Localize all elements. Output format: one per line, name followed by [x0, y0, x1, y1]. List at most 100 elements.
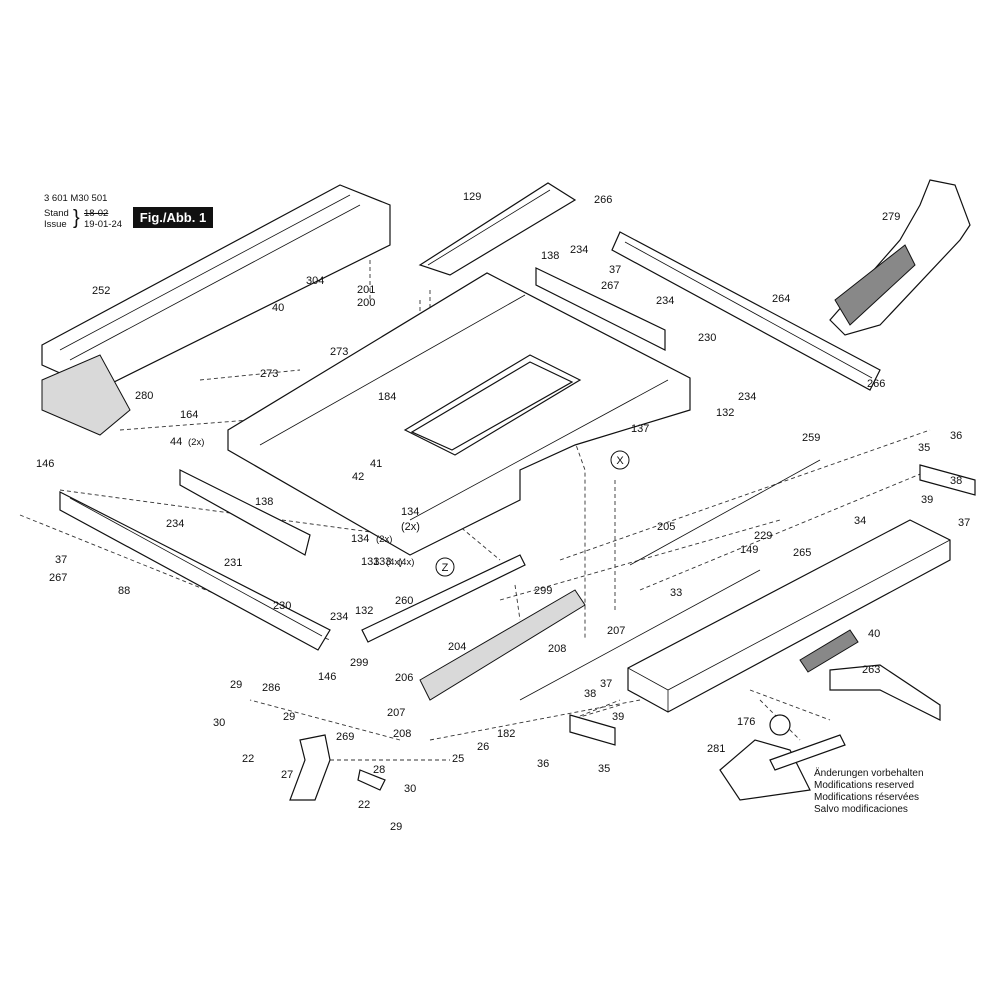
part-callout-207: 207 — [607, 625, 625, 637]
part-callout-41: 41 — [370, 458, 382, 470]
marker-z-label: Z — [442, 562, 449, 574]
part-callout-201: 201 — [357, 284, 375, 296]
part-callout-29: 29 — [230, 679, 242, 691]
part-callout-204: 204 — [448, 641, 466, 653]
part-callout-132: 132 — [716, 407, 734, 419]
bracket-263 — [829, 664, 941, 721]
part-callout-280: 280 — [135, 390, 153, 402]
part-callout-38: 38 — [950, 475, 962, 487]
part-labels: 1293042012002524027327328016444(2x)26627… — [36, 191, 970, 833]
note-de: Änderungen vorbehalten — [814, 768, 924, 779]
part-callout-38: 38 — [584, 688, 596, 700]
part-callout-273: 273 — [330, 346, 348, 358]
rip-fence — [627, 519, 951, 713]
part-callout-34: 34 — [854, 515, 866, 527]
part-callout-37: 37 — [958, 517, 970, 529]
brace: } — [73, 207, 80, 229]
part-callout-22: 22 — [358, 799, 370, 811]
part-callout-286: 286 — [262, 682, 280, 694]
marker-z: Z — [435, 557, 455, 577]
part-callout-35: 35 — [598, 763, 610, 775]
part-callout-208: 208 — [393, 728, 411, 740]
part-callout-279: 279 — [882, 211, 900, 223]
part-callout-146: 146 — [318, 671, 336, 683]
part-callout-182: 182 — [497, 728, 515, 740]
part-callout-234: 234 — [166, 518, 184, 530]
part-callout-129: 129 — [463, 191, 481, 203]
part-callout-88: 88 — [118, 585, 130, 597]
part-callout-37: 37 — [55, 554, 67, 566]
part-callout-29: 29 — [390, 821, 402, 833]
rod-33 — [519, 569, 761, 701]
issue-value: 19-01-24 — [84, 219, 123, 230]
part-callout-27: 27 — [281, 769, 293, 781]
modification-notes: Änderungen vorbehalten Modifications res… — [814, 768, 924, 816]
part-callout-281: 281 — [707, 743, 725, 755]
part-callout-42: 42 — [352, 471, 364, 483]
part-callout-266: 266 — [594, 194, 612, 206]
part-callout-267: 267 — [601, 280, 619, 292]
part-callout-2x: (2x) — [401, 521, 420, 533]
marker-x-label: X — [616, 455, 624, 467]
part-callout-265: 265 — [793, 547, 811, 559]
part-callout-36: 36 — [537, 758, 549, 770]
part-callout-266: 266 — [867, 378, 885, 390]
part-callout-qty: (2x) — [376, 534, 392, 545]
note-en: Modifications reserved — [814, 780, 915, 791]
part-callout-200: 200 — [357, 297, 375, 309]
part-callout-44: 44 — [170, 436, 182, 448]
part-callout-133: 133 — [361, 556, 379, 568]
part-callout-qty: (4x) — [386, 557, 402, 568]
part-callout-299: 299 — [350, 657, 368, 669]
part-callout-39: 39 — [612, 711, 624, 723]
front-fence-rail — [59, 469, 331, 651]
plate-35-bottom — [569, 714, 616, 746]
part-callout-206: 206 — [395, 672, 413, 684]
part-callout-234: 234 — [738, 391, 756, 403]
part-callout-40: 40 — [868, 628, 880, 640]
part-callout-164: 164 — [180, 409, 198, 421]
part-callout-138: 138 — [255, 496, 273, 508]
table-top — [227, 272, 691, 556]
rod-205 — [629, 459, 821, 566]
part-callout-37: 37 — [609, 264, 621, 276]
marker-x: X — [610, 450, 630, 470]
part-callout-184: 184 — [378, 391, 396, 403]
part-callout-30: 30 — [213, 717, 225, 729]
part-callout-35: 35 — [918, 442, 930, 454]
part-callout-26: 26 — [477, 741, 489, 753]
part-callout-299: 299 — [534, 585, 552, 597]
part-callout-260: 260 — [395, 595, 413, 607]
part-callout-230: 230 — [273, 600, 291, 612]
note-es: Salvo modificaciones — [814, 804, 908, 815]
part-callout-230: 230 — [698, 332, 716, 344]
part-callout-231: 231 — [224, 557, 242, 569]
part-callout-259: 259 — [802, 432, 820, 444]
part-callout-134: 134 — [401, 506, 419, 518]
part-callout-273: 273 — [260, 368, 278, 380]
right-extension-rail — [611, 231, 881, 391]
part-callout-25: 25 — [452, 753, 464, 765]
part-callout-37: 37 — [600, 678, 612, 690]
part-callout-267: 267 — [49, 572, 67, 584]
note-fr: Modifications réservées — [814, 792, 920, 803]
stand-label: Stand — [44, 208, 69, 219]
lower-rails — [361, 554, 586, 701]
part-callout-149: 149 — [740, 544, 758, 556]
part-callout-234: 234 — [330, 611, 348, 623]
issue-label: Issue — [44, 219, 67, 230]
insert-plate — [418, 182, 577, 276]
part-callout-28: 28 — [373, 764, 385, 776]
stand-value: 18-02 — [84, 208, 109, 219]
part-callout-22: 22 — [242, 753, 254, 765]
part-callout-39: 39 — [921, 494, 933, 506]
left-extension-rail — [41, 184, 391, 436]
part-callout-269: 269 — [336, 731, 354, 743]
part-callout-137: 137 — [631, 423, 649, 435]
part-callout-252: 252 — [92, 285, 110, 297]
part-28 — [357, 769, 386, 791]
blade-guard — [829, 179, 971, 336]
part-callout-264: 264 — [772, 293, 790, 305]
part-callout-205: 205 — [657, 521, 675, 533]
